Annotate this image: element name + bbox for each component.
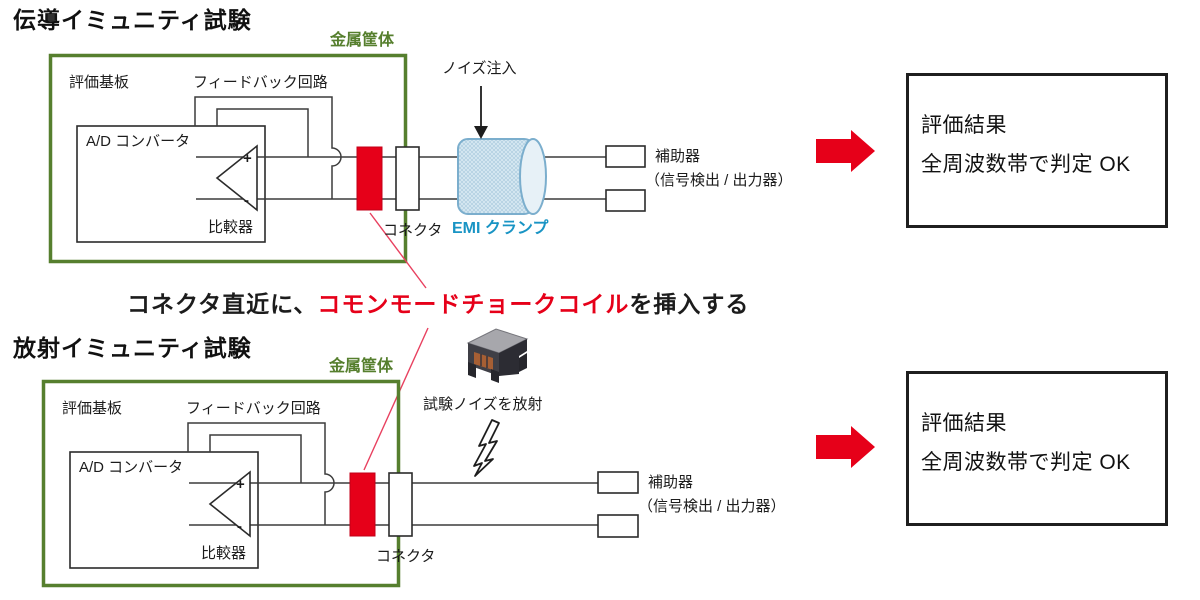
choke-leg-right	[491, 369, 499, 383]
choke-leader-line-upper	[369, 212, 427, 289]
result-title-bottom: 評価結果	[921, 412, 1007, 435]
choke-coil-block-bottom	[349, 472, 376, 537]
insertion-caption: コネクタ直近に、コモンモードチョークコイルを挿入する	[127, 290, 749, 319]
result-title-top: 評価結果	[921, 114, 1007, 137]
comparator-label-top: 比較器	[208, 219, 254, 236]
result-box-top	[906, 73, 1168, 228]
caption-lead: コネクタ直近に、	[127, 291, 318, 317]
feedback-loop-inner-bottom	[209, 434, 302, 483]
result-arrow-bottom	[816, 426, 875, 468]
aux-device-label-top: 補助器	[655, 148, 701, 165]
feedback-loop-outer-top	[194, 96, 342, 199]
comparator-symbol-bottom	[208, 470, 251, 538]
conducted-test-title: 伝導イミュニティ試験	[13, 7, 252, 33]
noise-injection-arrow-head	[474, 126, 488, 139]
adc-label-bottom: A/D コンバータ	[79, 459, 184, 476]
choke-leg-back	[519, 353, 527, 372]
aux-device-detail-bottom: （信号検出 / 出力器）	[638, 498, 786, 515]
choke-winding	[474, 352, 493, 370]
comparator-minus-bottom: -	[237, 518, 242, 535]
connector-block-bottom	[388, 472, 413, 537]
aux-terminal-1-top	[605, 145, 646, 168]
aux-terminal-2-bottom	[597, 514, 639, 538]
choke-winding-turns	[480, 354, 488, 368]
emi-clamp-endcap	[519, 138, 547, 215]
radiated-test-title: 放射イミュニティ試験	[13, 335, 252, 361]
aux-device-detail-top: （信号検出 / 出力器）	[645, 172, 793, 189]
connector-label-top: コネクタ	[383, 222, 443, 239]
aux-device-label-bottom: 補助器	[648, 474, 694, 491]
feedback-circuit-label-top: フィードバック回路	[193, 74, 328, 91]
feedback-loop-inner-top	[216, 108, 309, 157]
caption-highlight: コモンモードチョークコイル	[317, 291, 630, 317]
aux-terminal-1-bottom	[597, 471, 639, 494]
comparator-label-bottom: 比較器	[201, 545, 247, 562]
connector-block-top	[395, 146, 420, 211]
choke-leg-left	[468, 362, 476, 378]
eval-board-label-bottom: 評価基板	[62, 400, 123, 417]
caption-tail: を挿入する	[629, 291, 750, 317]
comparator-plus-top: +	[243, 150, 252, 167]
choke-coil-component-image	[466, 328, 529, 383]
adc-label-top: A/D コンバータ	[86, 133, 191, 150]
metal-enclosure-label-bottom: 金属筐体	[329, 358, 394, 375]
result-text-bottom: 全周波数帯で判定 OK	[921, 451, 1131, 474]
choke-side-face	[499, 339, 527, 376]
comparator-plus-bottom: +	[236, 476, 245, 493]
choke-leader-line-lower	[363, 327, 429, 471]
feedback-circuit-label-bottom: フィードバック回路	[186, 400, 321, 417]
noise-injection-label: ノイズ注入	[442, 60, 517, 77]
result-text-top: 全周波数帯で判定 OK	[921, 153, 1131, 176]
radiated-noise-label: 試験ノイズを放射	[423, 396, 543, 413]
comparator-symbol-top	[215, 144, 258, 212]
feedback-loop-outer-bottom	[187, 422, 335, 525]
connector-label-bottom: コネクタ	[376, 548, 436, 565]
result-box-bottom	[906, 371, 1168, 526]
lightning-bolt-icon	[473, 419, 500, 477]
aux-terminal-2-top	[605, 189, 646, 212]
result-arrow-top	[816, 130, 875, 172]
eval-board-label-top: 評価基板	[69, 74, 130, 91]
emi-clamp-label: EMI クランプ	[452, 220, 549, 237]
metal-enclosure-label-top: 金属筐体	[330, 32, 395, 49]
choke-coil-block-top	[356, 146, 383, 211]
comparator-minus-top: -	[244, 192, 249, 209]
